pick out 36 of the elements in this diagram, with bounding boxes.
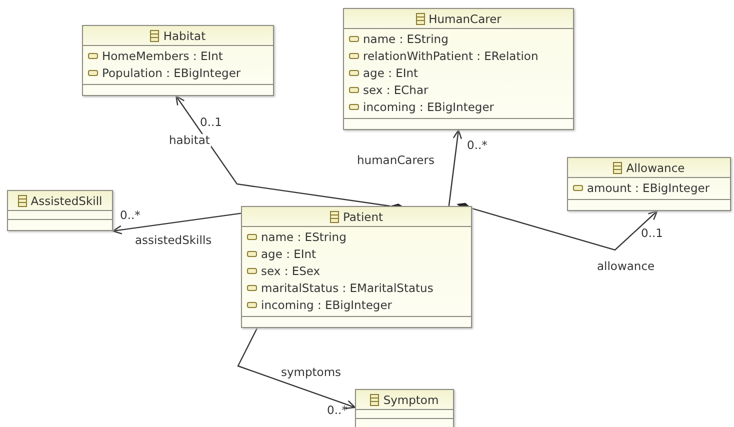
class-name: Habitat bbox=[163, 28, 206, 42]
class-box bbox=[7, 190, 113, 231]
association-arrow bbox=[456, 202, 658, 251]
class-name: Allowance bbox=[626, 160, 685, 174]
multiplicity-label: 0..1 bbox=[640, 227, 664, 240]
multiplicity-label: 0..* bbox=[466, 139, 488, 152]
class-box bbox=[355, 389, 454, 427]
attribute-text: maritalStatus : EMaritalStatus bbox=[261, 280, 434, 294]
edge-label: humanCarers bbox=[356, 154, 436, 167]
class-box bbox=[82, 25, 274, 96]
attribute-text: name : EString bbox=[363, 32, 448, 46]
edge-label: symptoms bbox=[280, 366, 342, 379]
attribute-text: age : EInt bbox=[363, 66, 418, 80]
class-name: Patient bbox=[342, 210, 384, 224]
attribute-text: name : EString bbox=[261, 230, 346, 244]
attribute-text: HomeMembers : EInt bbox=[102, 48, 223, 62]
attribute-text: relationWithPatient : ERelation bbox=[363, 48, 538, 62]
class-box bbox=[343, 8, 574, 130]
class-name: AssistedSkill bbox=[30, 194, 102, 208]
attribute-text: sex : EChar bbox=[363, 82, 428, 96]
edge-label: assistedSkills bbox=[134, 234, 213, 247]
multiplicity-label: 0..* bbox=[119, 209, 142, 222]
attribute-text: incoming : EBigInteger bbox=[261, 298, 392, 312]
attribute-text: amount : EBigInteger bbox=[587, 180, 710, 194]
multiplicity-label: 0..* bbox=[326, 404, 348, 417]
edge-label: allowance bbox=[596, 260, 656, 273]
class-name: Symptom bbox=[383, 392, 439, 406]
attribute-text: age : EInt bbox=[261, 246, 316, 260]
attribute-text: sex : ESex bbox=[261, 264, 320, 278]
class-box bbox=[241, 206, 472, 328]
class-name: HumanCarer bbox=[428, 12, 502, 26]
class-box bbox=[567, 157, 731, 211]
multiplicity-label: 0..1 bbox=[199, 116, 223, 129]
edge-label: habitat bbox=[168, 134, 211, 147]
attribute-text: Population : EBigInteger bbox=[102, 66, 241, 80]
attribute-text: incoming : EBigInteger bbox=[363, 100, 494, 114]
